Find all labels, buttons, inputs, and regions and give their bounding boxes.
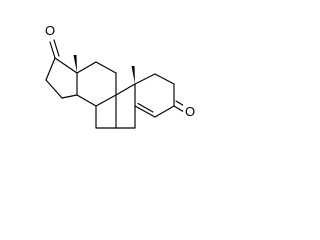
- ring-b: [115, 83, 136, 129]
- bond-c17-c16: [45, 57, 56, 81]
- ring-d: [45, 57, 78, 99]
- bond-c3-c4: [154, 105, 175, 118]
- bond-c14-c8: [76, 94, 97, 107]
- bond-c11-c12: [95, 61, 117, 74]
- oxygen-label-3: O: [183, 103, 197, 119]
- ring-a: [134, 73, 175, 118]
- wedge-bond-c19: [131, 66, 135, 84]
- ring-c: [76, 61, 117, 107]
- oxygen-label-17: O: [43, 22, 57, 38]
- oxygen-atom-17: O: [45, 23, 55, 38]
- bond-c3-o: [173, 105, 185, 113]
- bond-c15-c14: [61, 94, 78, 99]
- label-background-3: [183, 103, 197, 119]
- skeletal-formula: O O: [43, 22, 197, 129]
- oxygen-atom-3: O: [185, 104, 195, 119]
- lower-chain: [95, 105, 117, 129]
- ketone-c17: [49, 39, 60, 59]
- bond-c1-c2: [154, 73, 175, 85]
- bond-c16-c15: [45, 79, 63, 99]
- bond-c10-c1: [134, 73, 156, 85]
- label-background-17: [43, 22, 57, 38]
- bond-c10-c9: [115, 83, 136, 96]
- bond-c13-c17: [54, 57, 78, 74]
- bond-c8-c9: [95, 94, 117, 107]
- methyl-c18: [73, 55, 77, 73]
- bond-c4-c5: [134, 105, 156, 118]
- bond-c12-c13: [76, 61, 97, 74]
- wedge-bond-c18: [73, 55, 77, 73]
- bond-c4-c5-double: [137, 102, 154, 113]
- methyl-c19: [131, 66, 135, 84]
- bond-c17-o: [49, 41, 56, 59]
- bond-c17-o-double: [53, 39, 60, 57]
